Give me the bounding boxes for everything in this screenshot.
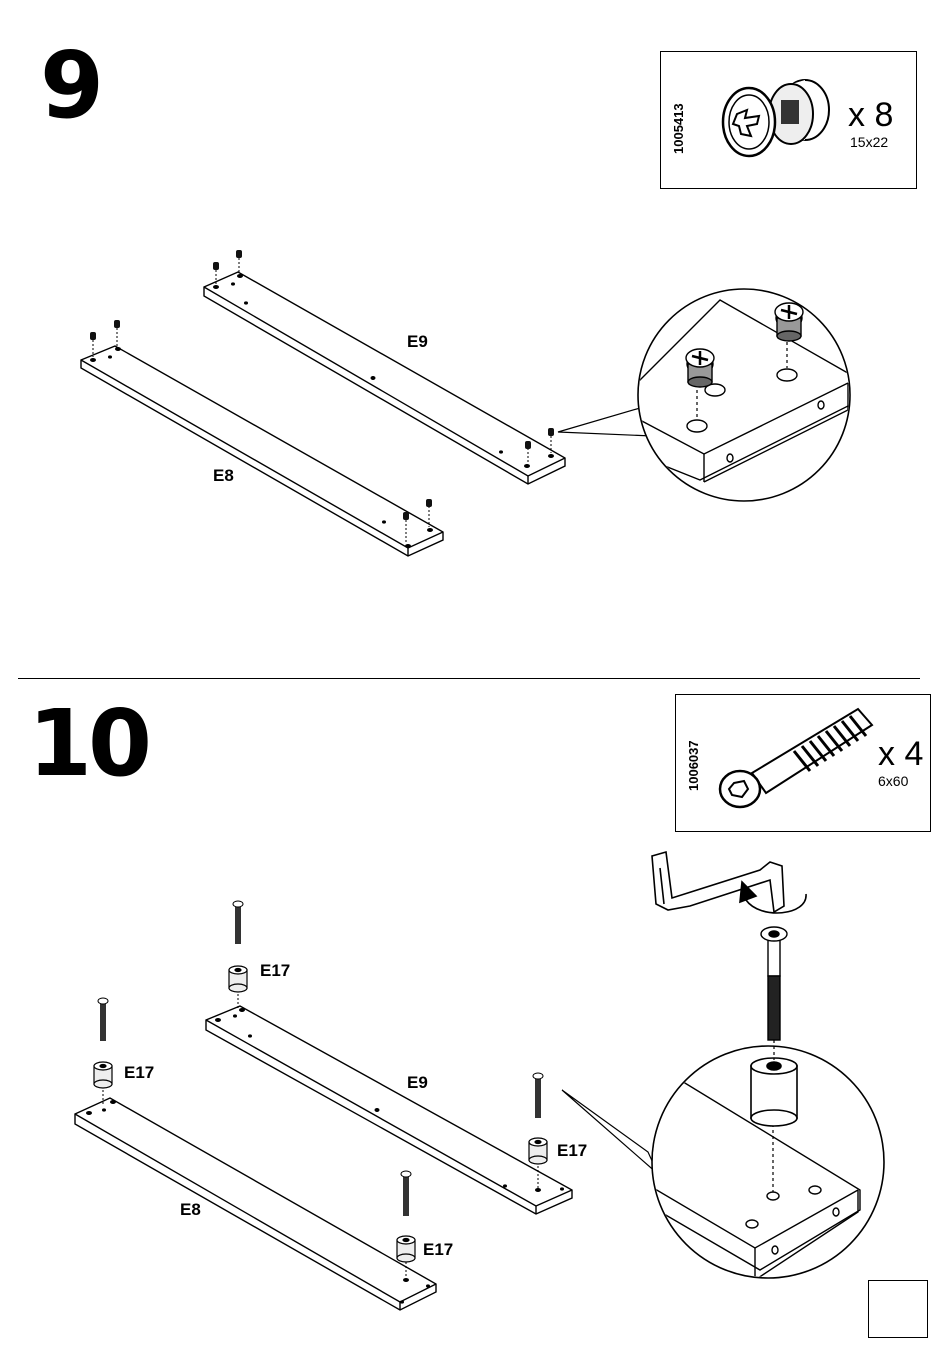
spacer-detail [751,1058,797,1126]
bolt-small-3 [533,1073,543,1118]
board-e8 [75,1098,436,1310]
spacer-small-4 [397,1236,415,1262]
spacer-small-2 [94,1062,112,1088]
bolt-detail [761,927,787,1040]
bolt-small-1 [233,901,243,944]
allen-key-icon [652,852,806,913]
spacer-small-1 [229,966,247,992]
bolt-small-2 [98,998,108,1041]
bolt-small-4 [401,1171,411,1216]
spacer-small-3 [529,1138,547,1164]
page-number-box [868,1280,928,1338]
board-e9 [206,1006,572,1214]
detail-circle-step10 [640,1046,884,1280]
